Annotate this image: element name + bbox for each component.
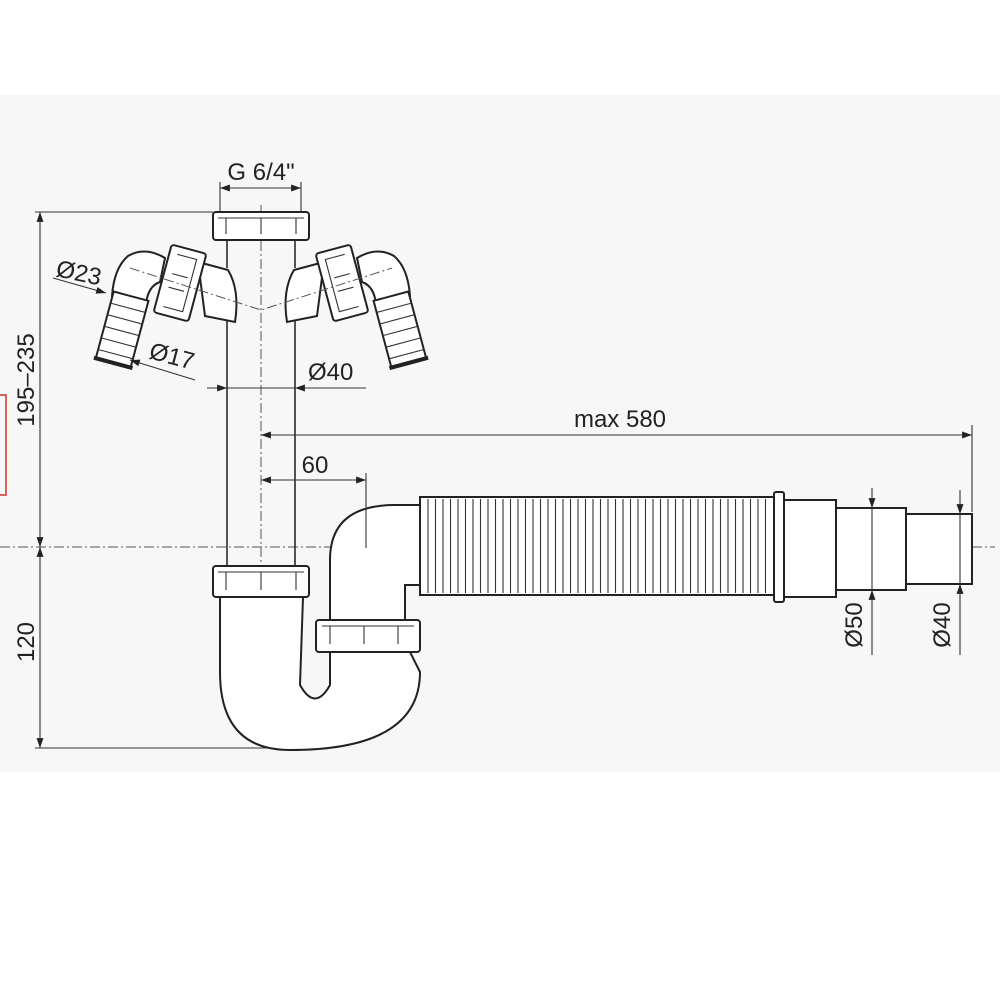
top-nut [212, 211, 310, 241]
dim-pipe: Ø40 [207, 359, 366, 392]
red-marker [0, 394, 7, 496]
offset-label: 60 [302, 452, 329, 479]
dim-thread: G 6/4" [219, 159, 302, 212]
outlet-adapter [773, 491, 973, 603]
height-upper-label: 195–235 [13, 333, 40, 426]
vertical-pipe [226, 240, 296, 567]
dim-height: 195–235 120 [13, 211, 272, 749]
length-label: max 580 [574, 406, 666, 433]
thread-label: G 6/4" [227, 159, 294, 186]
outlet-large-label: Ø50 [841, 602, 868, 647]
drawing-background [0, 95, 1000, 772]
height-lower-label: 120 [13, 622, 40, 662]
outlet-small-label: Ø40 [929, 602, 956, 647]
dim-outlet: Ø50 Ø40 [841, 488, 964, 655]
dim-offset: 60 [261, 452, 367, 548]
dim-length: max 580 [261, 406, 973, 512]
right-hose-connector [284, 244, 429, 370]
pipe-diameter-label: Ø40 [308, 359, 353, 386]
left-hose-connector [93, 244, 238, 370]
u-trap [212, 504, 423, 752]
corrugated-hose [419, 496, 776, 596]
connector-axes [129, 267, 393, 311]
